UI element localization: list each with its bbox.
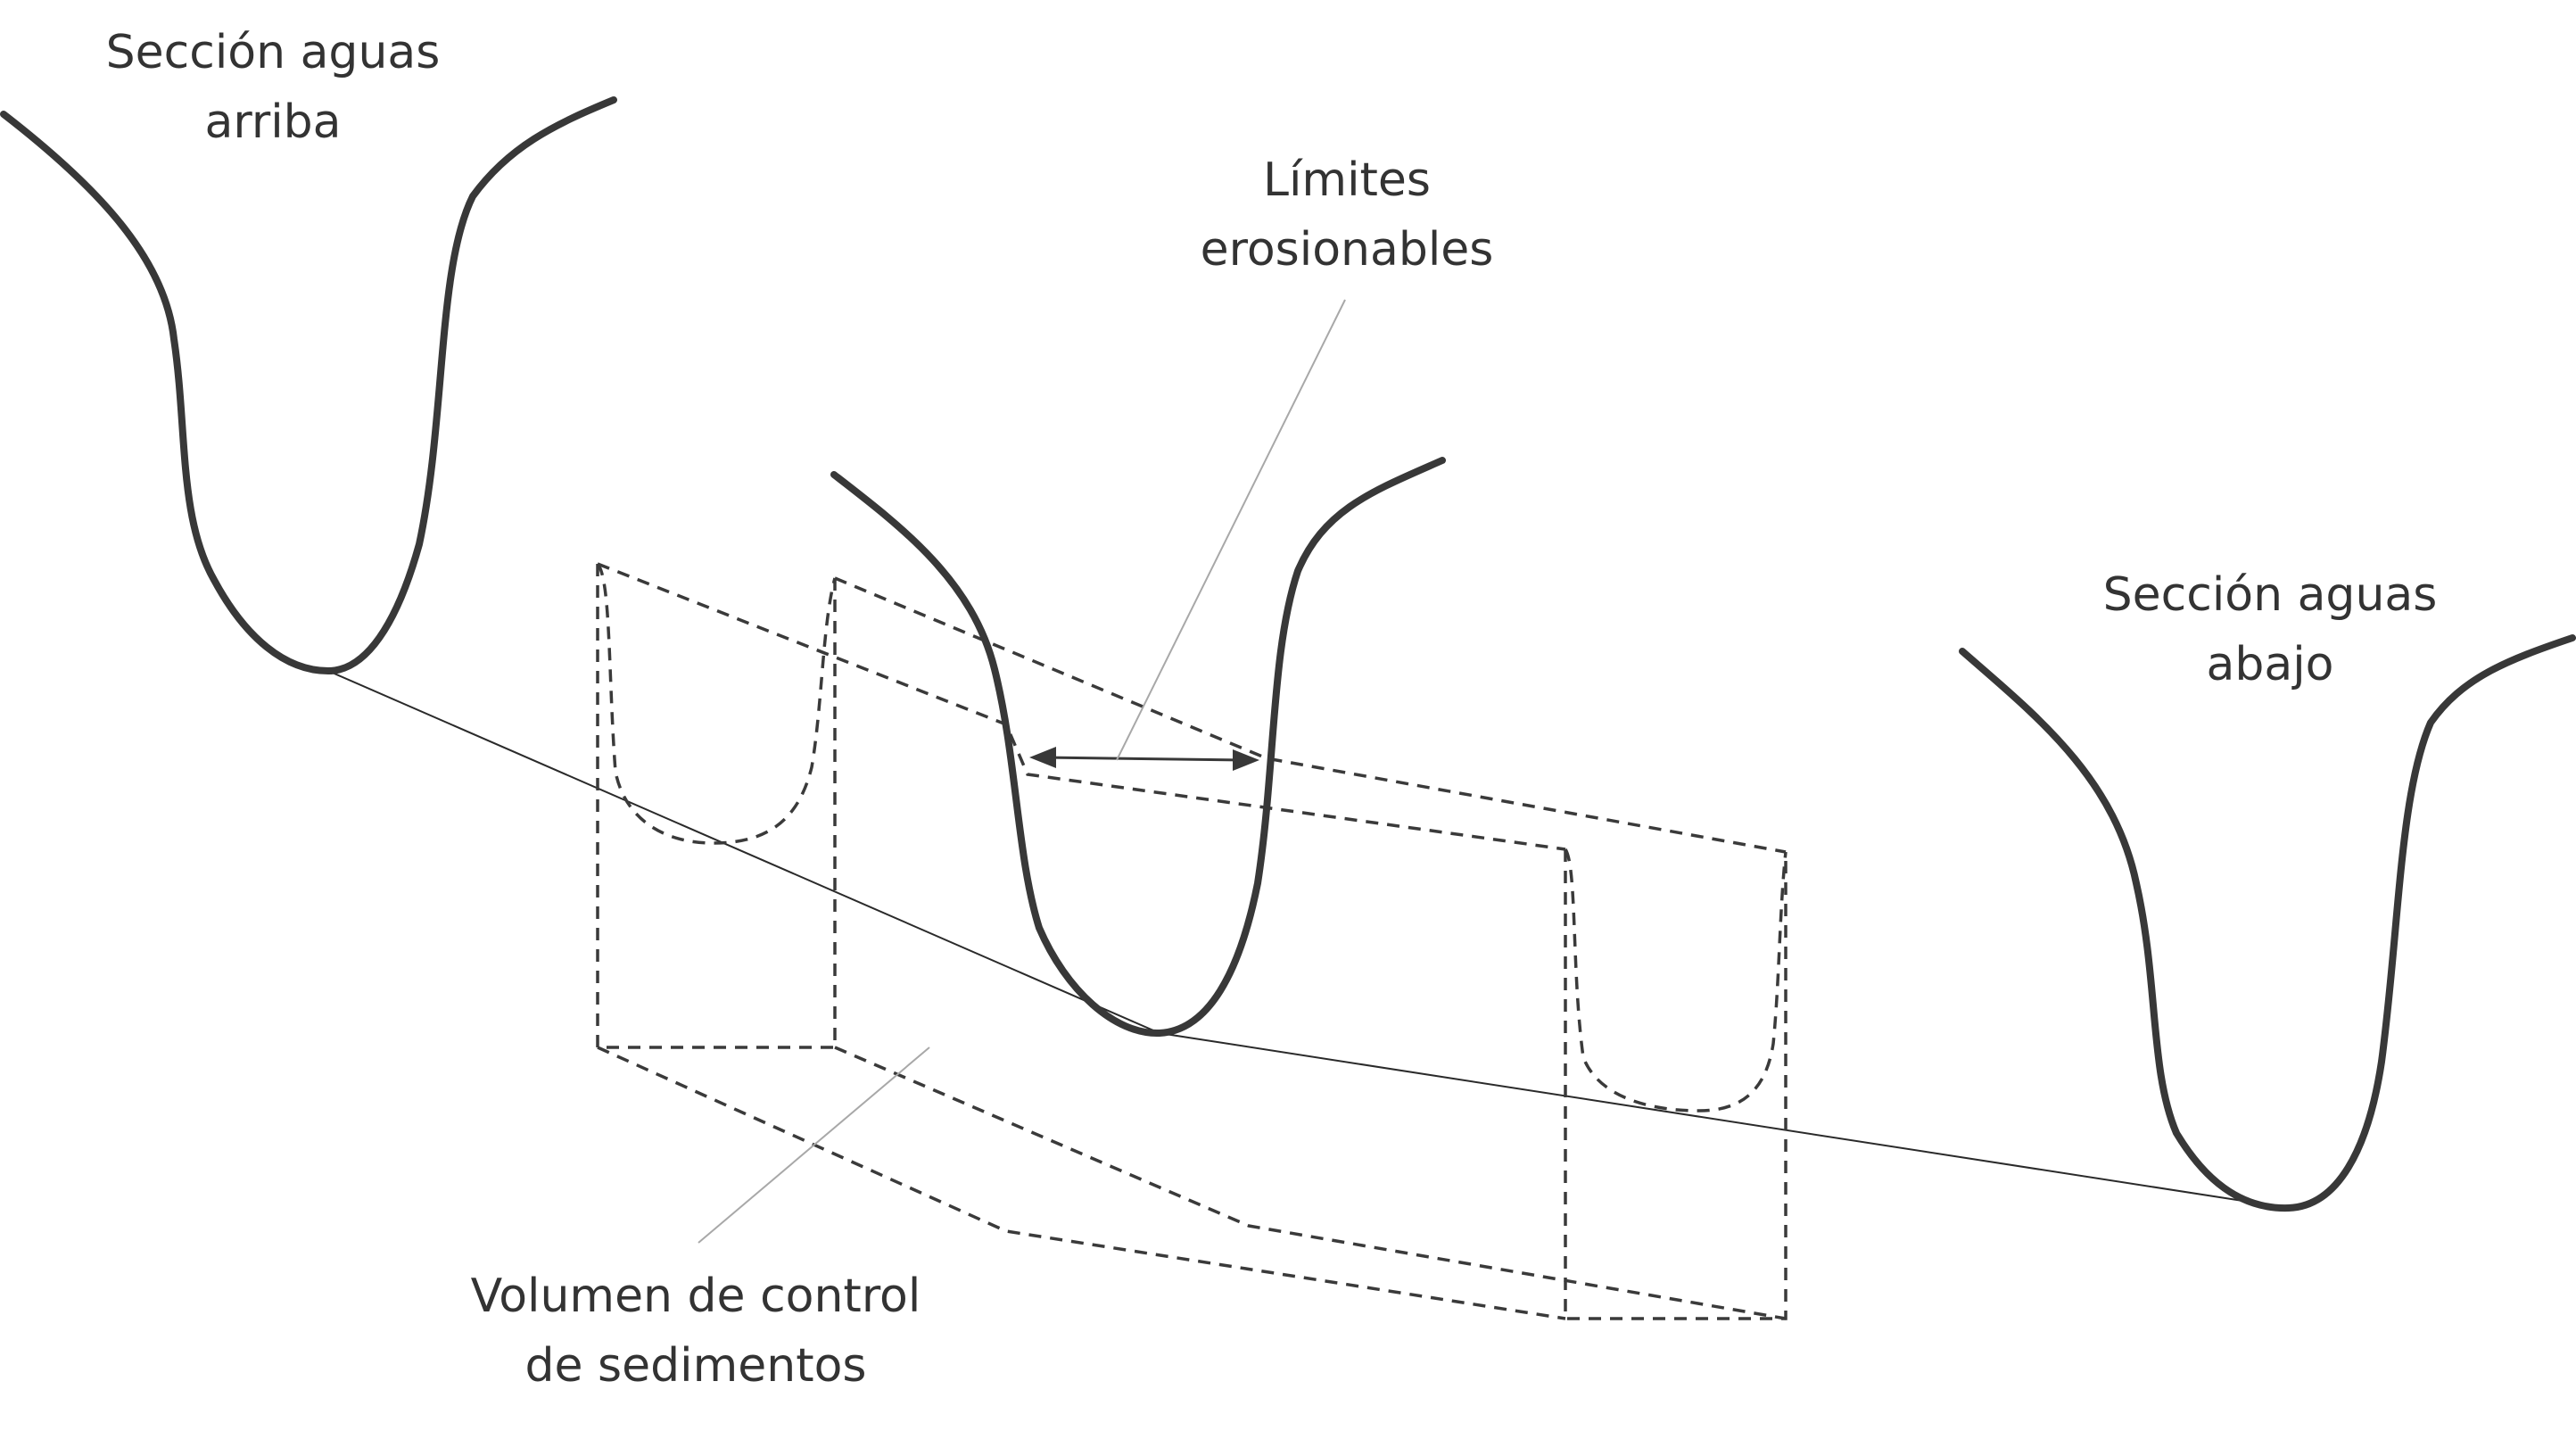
control-volume-back-frame xyxy=(1564,849,1788,1320)
erodible-limits-label-line1: Límites xyxy=(1263,153,1431,207)
erodible-limits-leader xyxy=(1116,299,1346,761)
control-volume-label: Volumen de control de sedimentos xyxy=(428,1261,963,1401)
upstream-section-curve xyxy=(0,96,617,674)
downstream-section-curve xyxy=(1959,634,2576,1212)
upstream-section-label-line2: arriba xyxy=(204,95,342,149)
erodible-limits-label-line2: erosionables xyxy=(1200,223,1494,277)
control-volume-bottom-edge-left xyxy=(597,1046,1566,1320)
erodible-limits-arrow xyxy=(1029,747,1259,771)
control-volume-front-u xyxy=(596,562,837,845)
control-volume-top-edge-right xyxy=(834,576,1787,854)
control-volume-label-line1: Volumen de control xyxy=(470,1270,921,1323)
control-volume-back-u xyxy=(1564,848,1788,1113)
upstream-section-label-line1: Sección aguas xyxy=(105,26,441,79)
downstream-section-label-line2: abajo xyxy=(2206,638,2334,691)
upstream-section-label: Sección aguas arriba xyxy=(59,18,487,157)
erodible-limits-label: Límites erosionables xyxy=(1168,145,1525,285)
control-volume-leader xyxy=(698,1046,930,1244)
control-volume-top-edge-left xyxy=(597,562,1566,851)
arrow-head-right xyxy=(1233,749,1259,771)
control-volume-label-line2: de sedimentos xyxy=(524,1339,867,1393)
control-volume-front-frame xyxy=(596,564,837,1049)
sediment-control-volume xyxy=(596,562,1788,1320)
middle-section-curve xyxy=(830,457,1446,1038)
downstream-section-label: Sección aguas abajo xyxy=(2056,560,2484,699)
arrow-head-left xyxy=(1029,747,1056,768)
control-volume-bottom-edge-right xyxy=(834,1046,1787,1320)
bed-profile-line xyxy=(327,670,2290,1209)
downstream-section-label-line1: Sección aguas xyxy=(2102,568,2438,622)
